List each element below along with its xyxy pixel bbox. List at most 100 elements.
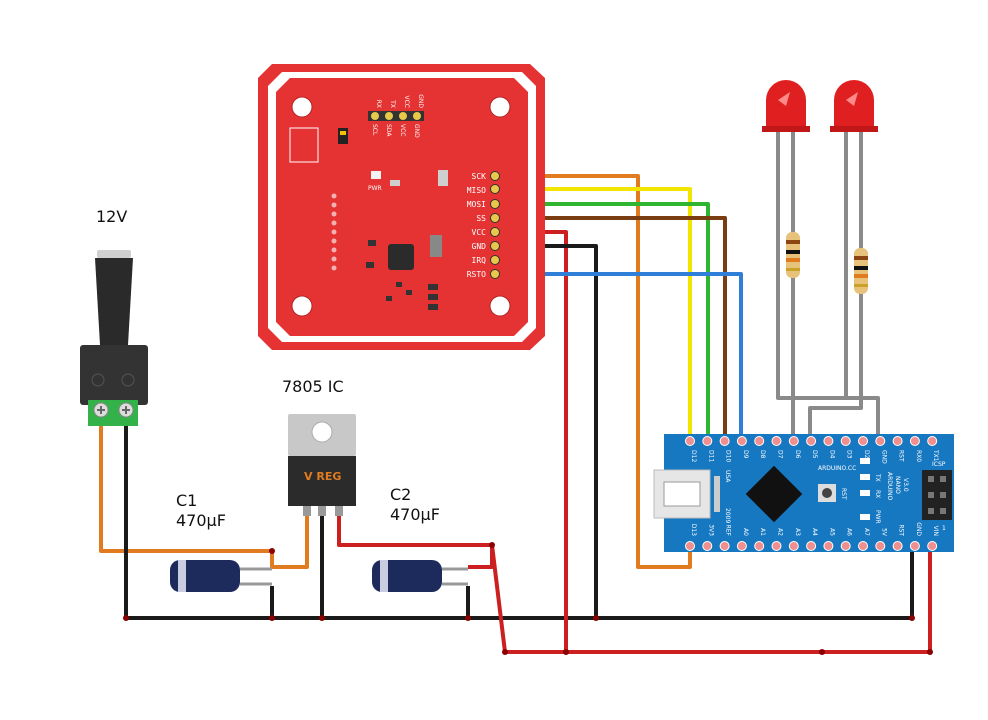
nano-pin-label: A2 (777, 528, 784, 536)
nano-pin-label: RST (898, 524, 905, 536)
c2-value: 470µF (390, 505, 440, 524)
header-pin (490, 241, 500, 251)
junction-dot (819, 649, 825, 655)
rfid-top-pin-label: SCL (371, 124, 378, 136)
junction-dot (269, 615, 275, 621)
led-2 (830, 80, 878, 132)
regulator-hole (311, 421, 333, 443)
nano-pin-pad (754, 541, 765, 551)
resistor-2 (854, 248, 868, 294)
junction-dot (927, 649, 933, 655)
nano-board (664, 434, 954, 552)
c1-name: C1 (176, 491, 197, 510)
junction-dot (563, 649, 569, 655)
nano-pin-pad (788, 436, 799, 446)
wire-ss (495, 216, 727, 440)
nano-pin-label: A1 (759, 528, 766, 536)
junction-dot (502, 649, 508, 655)
nano-pin-label: A5 (828, 528, 835, 536)
nano-pin-pad (685, 436, 695, 446)
nano-pin-label: A7 (863, 528, 870, 536)
smd-part (428, 294, 438, 300)
usb-bracket (714, 476, 720, 512)
smd-part (386, 296, 392, 301)
nano-pin-label: D4 (828, 450, 835, 459)
nano-pin-label: A6 (846, 528, 853, 536)
wire-5v-rail (490, 540, 932, 654)
nano-pin-label: TX1 (932, 449, 939, 462)
nano-pin-pad (788, 541, 799, 551)
nano-pin-pad (736, 436, 747, 446)
nano-pin-pad (927, 436, 938, 446)
header-pin (490, 269, 500, 279)
screw-slots (97, 406, 130, 414)
c2-body (372, 560, 442, 592)
regulator-body (288, 456, 356, 506)
junction-dot (465, 615, 471, 621)
nano-pin-pad (771, 436, 782, 446)
nano-pin-pad (840, 541, 851, 551)
nano-year: 2009 (724, 508, 731, 523)
wire-miso (495, 187, 692, 440)
nano-model-1: ARDUINO (886, 472, 893, 501)
header-pin (490, 171, 500, 181)
arduino-nano: USA 2009 RST TX RX PWR ARDUINO.CC ARDUIN… (653, 434, 954, 552)
mount-hole (291, 295, 313, 317)
dip-switch-knob (340, 131, 346, 135)
smd-part (366, 262, 374, 268)
nano-pin-pad (892, 541, 903, 551)
led-2-highlight (846, 92, 858, 106)
dip-switch (338, 128, 348, 144)
led-1-rim (762, 126, 810, 132)
rfid-pin-label: IRQ (472, 256, 487, 265)
nano-pin-pad (927, 541, 938, 551)
rfid-top-pin-label: SDA (385, 124, 392, 137)
rfid-pin-label: RSTO (467, 270, 486, 279)
regulator-pin (303, 506, 311, 516)
header-pin (490, 199, 500, 209)
header-pin (371, 112, 379, 120)
c1-body (170, 560, 240, 592)
nano-pin-label: D11 (707, 450, 714, 462)
nano-icsp: ICSP (932, 461, 946, 468)
smd-part (390, 180, 400, 186)
rfid-top-pin-label: TX (389, 99, 396, 108)
nano-pin-pad (875, 436, 886, 446)
smd-part (428, 304, 438, 310)
nano-pin-label: D6 (794, 450, 801, 459)
resistor-2-body (854, 248, 868, 294)
rfid-pwr-label: PWR (368, 185, 382, 192)
led-2-rim (830, 126, 878, 132)
crystal (430, 235, 442, 257)
nano-pin-label: RST (898, 450, 905, 462)
wire-led1-cathode (776, 128, 880, 440)
rfid-pin-label: SS (476, 214, 486, 223)
nano-brand: ARDUINO.CC (818, 465, 856, 472)
rfid-pad-column (331, 193, 337, 271)
minus-icon (121, 373, 135, 387)
nano-model-2: NANO (894, 476, 901, 494)
capacitor-c1: C1 470µF (170, 491, 272, 592)
nano-pin-pad (909, 541, 920, 551)
nano-pin-pad (858, 436, 868, 446)
regulator-7805: 7805 IC V REG (282, 377, 356, 516)
nano-pin-label: D12 (690, 450, 697, 462)
mode-switch-table (289, 127, 319, 163)
junction-dot (489, 542, 495, 548)
rfid-pin-label: VCC (472, 228, 487, 237)
reset-button-cap (822, 488, 832, 498)
regulator-pin (335, 506, 343, 516)
tx-led (860, 474, 870, 480)
junction-dot (269, 548, 275, 554)
wires (99, 128, 932, 654)
nano-pin-pad (685, 541, 695, 551)
smd-part (368, 240, 376, 246)
nano-pin-label: D10 (725, 450, 732, 462)
nano-tx: TX (874, 473, 881, 482)
header-pin (490, 227, 500, 237)
jack-barrel (95, 258, 133, 345)
nano-pin-pad (806, 541, 817, 551)
nano-pin-label: A0 (742, 528, 749, 536)
nano-pin-pad (840, 436, 851, 446)
